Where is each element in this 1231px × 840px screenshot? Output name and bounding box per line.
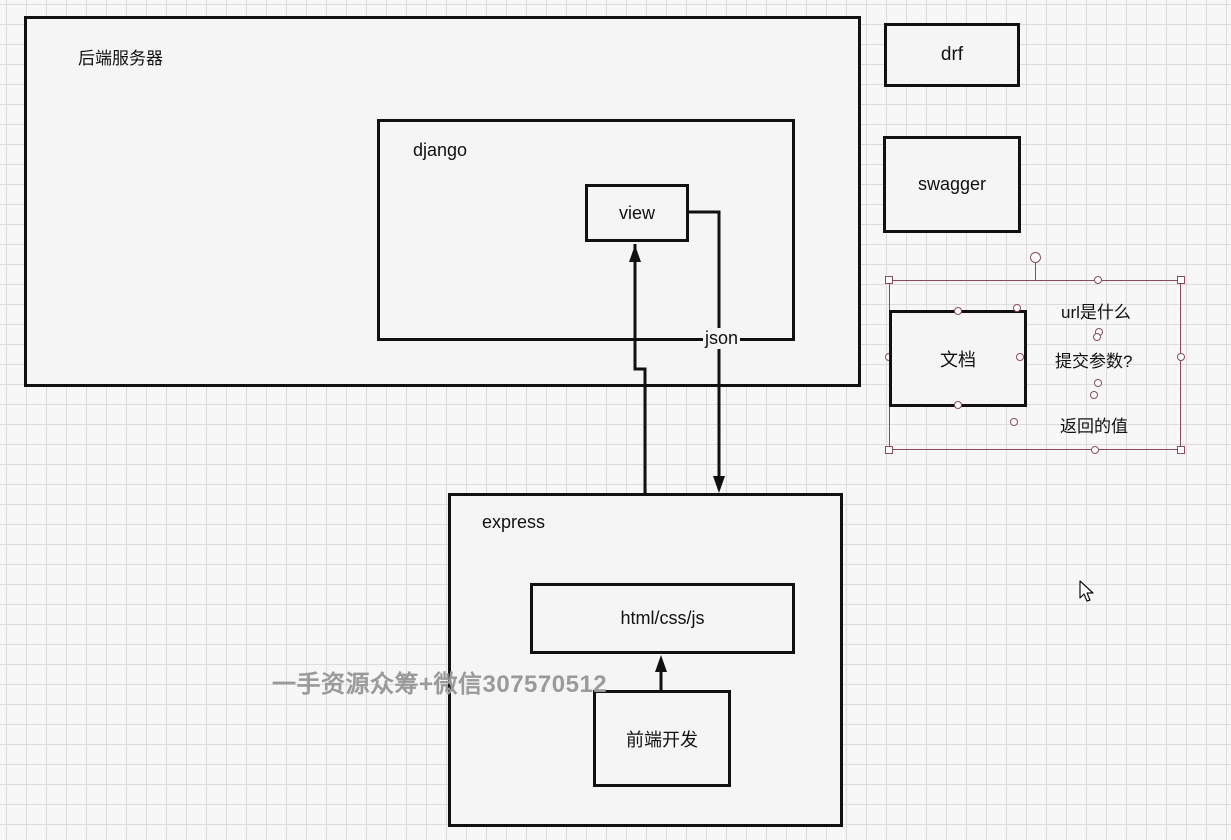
swagger-box[interactable]: swagger — [883, 136, 1021, 233]
docs-connection-point-bottom-right[interactable] — [1010, 418, 1018, 426]
docs-question-url: url是什么 — [1061, 303, 1131, 322]
docs-connection-point-bottom[interactable] — [954, 401, 962, 409]
view-label: view — [618, 202, 655, 223]
rotation-handle-line — [1035, 262, 1036, 280]
express-box[interactable] — [448, 493, 843, 827]
text-anchor-point-2[interactable] — [1093, 333, 1101, 341]
docs-connection-point-top[interactable] — [954, 307, 962, 315]
json-label: json — [703, 328, 741, 349]
text-anchor-point-3[interactable] — [1094, 379, 1102, 387]
drf-box[interactable]: drf — [884, 23, 1020, 87]
docs-connection-point-right[interactable] — [1016, 353, 1024, 361]
html-css-js-label: html/css/js — [620, 608, 705, 628]
resize-handle-bottom-right[interactable] — [1177, 446, 1185, 454]
express-to-view-arrow — [633, 244, 647, 493]
resize-handle-bottom-left[interactable] — [885, 446, 893, 454]
resize-handle-top-mid[interactable] — [1094, 276, 1102, 284]
frontend-dev-label: 前端开发 — [626, 729, 698, 750]
view-box[interactable]: view — [585, 184, 689, 242]
docs-box[interactable]: 文档 — [889, 310, 1027, 407]
docs-connection-point-top-right[interactable] — [1013, 304, 1021, 312]
arrowhead-up-html — [655, 655, 667, 672]
resize-handle-right-mid[interactable] — [1177, 353, 1185, 361]
frontend-dev-box[interactable]: 前端开发 — [593, 690, 731, 787]
docs-question-return: 返回的值 — [1060, 417, 1128, 436]
express-label: express — [482, 512, 546, 532]
watermark-text: 一手资源众筹+微信307570512 — [272, 671, 608, 698]
django-box[interactable] — [377, 119, 795, 341]
rotation-handle[interactable] — [1030, 252, 1041, 263]
mouse-pointer-icon — [1079, 580, 1094, 602]
arrowhead-down-express — [713, 476, 725, 493]
resize-handle-top-right[interactable] — [1177, 276, 1185, 284]
text-anchor-point-4[interactable] — [1090, 391, 1098, 399]
resize-handle-top-left[interactable] — [885, 276, 893, 284]
django-label: django — [413, 140, 468, 160]
docs-question-params: 提交参数? — [1055, 352, 1133, 371]
backend-server-label: 后端服务器 — [78, 49, 163, 68]
swagger-label: swagger — [917, 174, 987, 194]
view-to-express-arrow — [689, 210, 721, 478]
drf-label: drf — [940, 44, 964, 65]
resize-handle-bottom-mid[interactable] — [1091, 446, 1099, 454]
arrowhead-up-view — [629, 245, 641, 262]
html-css-js-box[interactable]: html/css/js — [530, 583, 795, 654]
docs-label: 文档 — [940, 349, 976, 370]
